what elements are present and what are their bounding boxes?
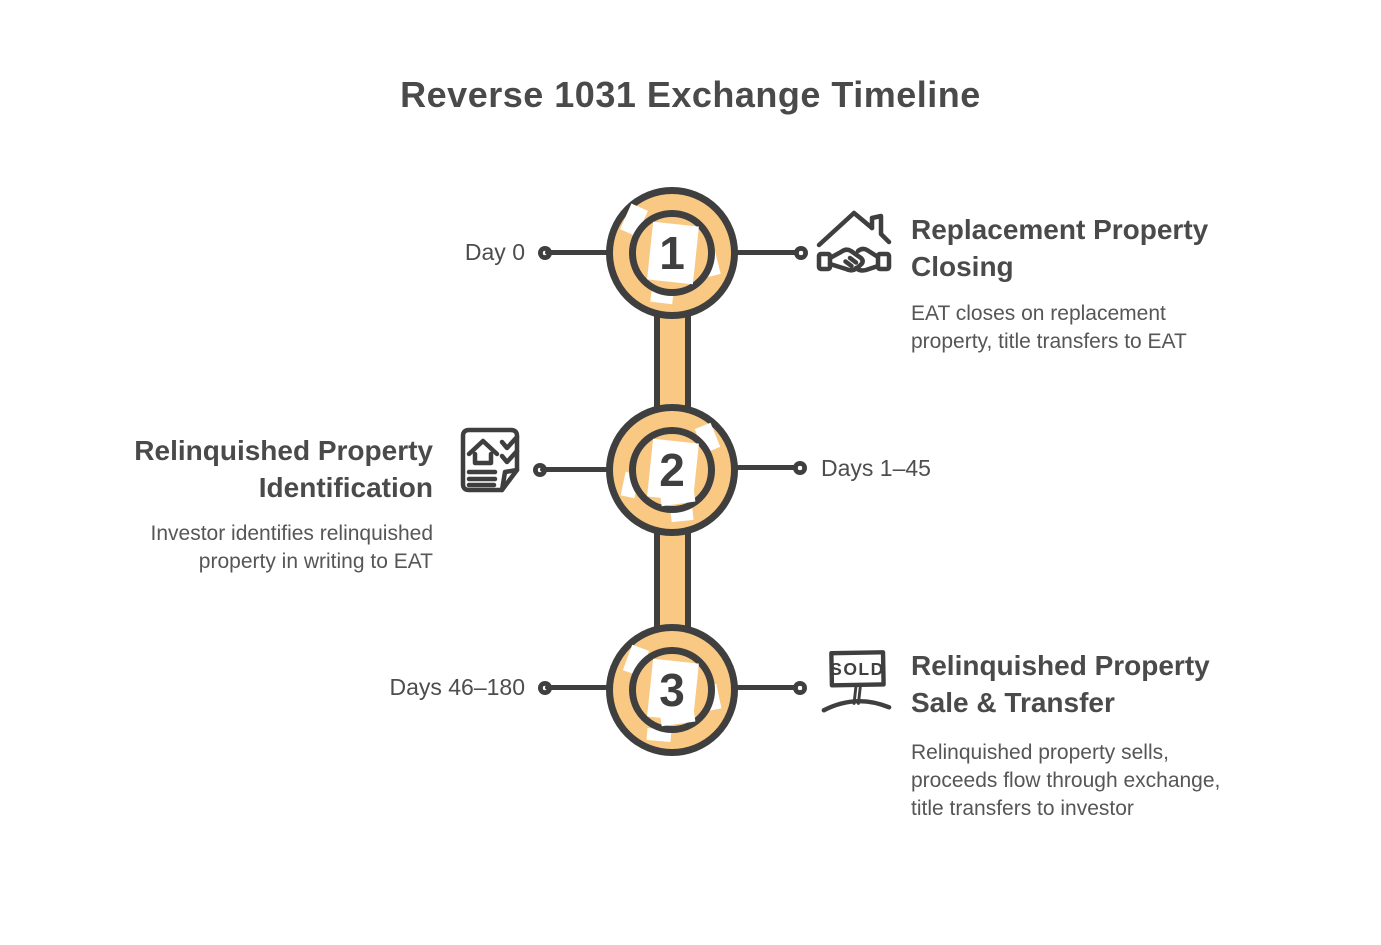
step-3-day-label: Days 46–180: [389, 674, 525, 700]
step-3-node: 3: [606, 624, 738, 756]
step-1-title: Replacement Property Closing: [911, 214, 1209, 282]
connector-line: [736, 685, 802, 690]
step-3-inner-circle: 3: [629, 647, 715, 733]
sold-sign-text: SOLD: [830, 659, 885, 679]
step-1-inner-circle: 1: [629, 210, 715, 296]
step-1-description: EAT closes on replacement property, titl…: [911, 302, 1187, 353]
step-2-number: 2: [659, 444, 685, 496]
document-checklist-icon: [452, 421, 532, 501]
step-2-description: Investor identifies relinquished propert…: [150, 522, 434, 573]
page-title: Reverse 1031 Exchange Timeline: [400, 74, 981, 115]
connector-line: [736, 465, 802, 470]
connector-line: [540, 467, 608, 472]
timeline-connector-bar: [654, 520, 691, 642]
step-1-number: 1: [659, 227, 685, 279]
sold-sign-icon: SOLD: [817, 641, 895, 721]
connector-line: [545, 685, 608, 690]
step-1-day-label: Day 0: [464, 239, 525, 265]
step-2-inner-circle: 2: [629, 427, 715, 513]
step-2-title: Relinquished Property Identification: [134, 435, 433, 503]
connector-dot: [793, 461, 807, 475]
house-handshake-icon: [814, 202, 894, 284]
step-3-number: 3: [659, 664, 685, 716]
connector-line: [545, 250, 610, 255]
step-1-node: 1: [606, 187, 738, 319]
step-2-day-label: Days 1–45: [821, 455, 931, 481]
step-3-description: Relinquished property sells, proceeds fl…: [911, 741, 1221, 820]
step-3-title: Relinquished Property Sale & Transfer: [911, 650, 1210, 718]
connector-line: [736, 250, 802, 255]
connector-dot: [793, 681, 807, 695]
connector-dot: [794, 246, 808, 260]
timeline-connector-bar: [654, 300, 691, 422]
step-2-node: 2: [606, 404, 738, 536]
